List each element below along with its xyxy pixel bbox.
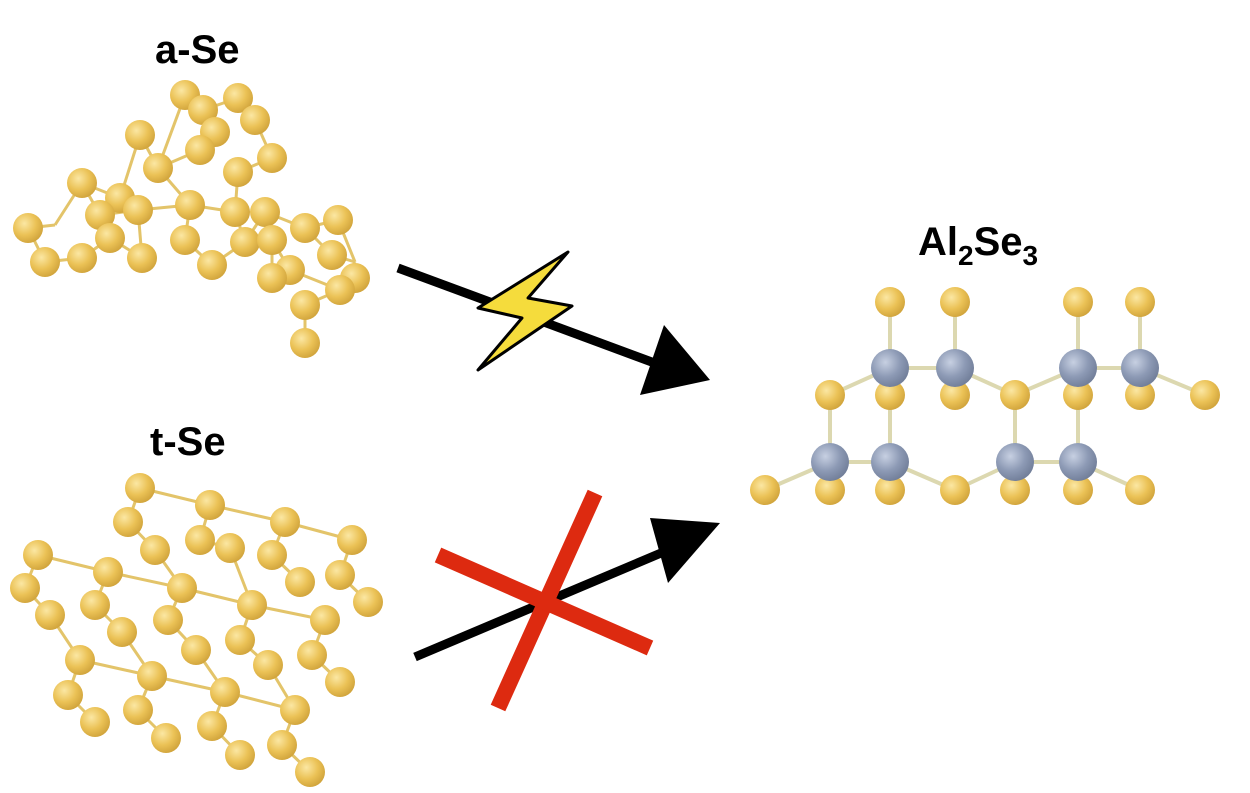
cross-icon — [434, 489, 654, 712]
arrow-icon — [396, 263, 710, 395]
trigonal-atoms — [10, 473, 383, 787]
aluminum-selenide-structure — [750, 287, 1220, 505]
formula-element-se: Se — [973, 220, 1023, 264]
trigonal-selenium-structure — [10, 473, 383, 787]
formula-subscript-2: 2 — [958, 240, 974, 271]
product-al-atoms — [811, 349, 1159, 481]
amorphous-atoms — [13, 80, 370, 358]
aluminum-selenide-label: Al2Se3 — [918, 220, 1038, 270]
lightning-bolt-icon — [476, 250, 574, 372]
formula-element-al: Al — [918, 220, 958, 264]
formula-subscript-3: 3 — [1022, 240, 1039, 271]
trigonal-selenium-label: t-Se — [150, 420, 226, 464]
amorphous-selenium-label: a-Se — [155, 28, 240, 72]
amorphous-selenium-structure — [13, 80, 370, 358]
product-se-atoms — [750, 287, 1220, 505]
